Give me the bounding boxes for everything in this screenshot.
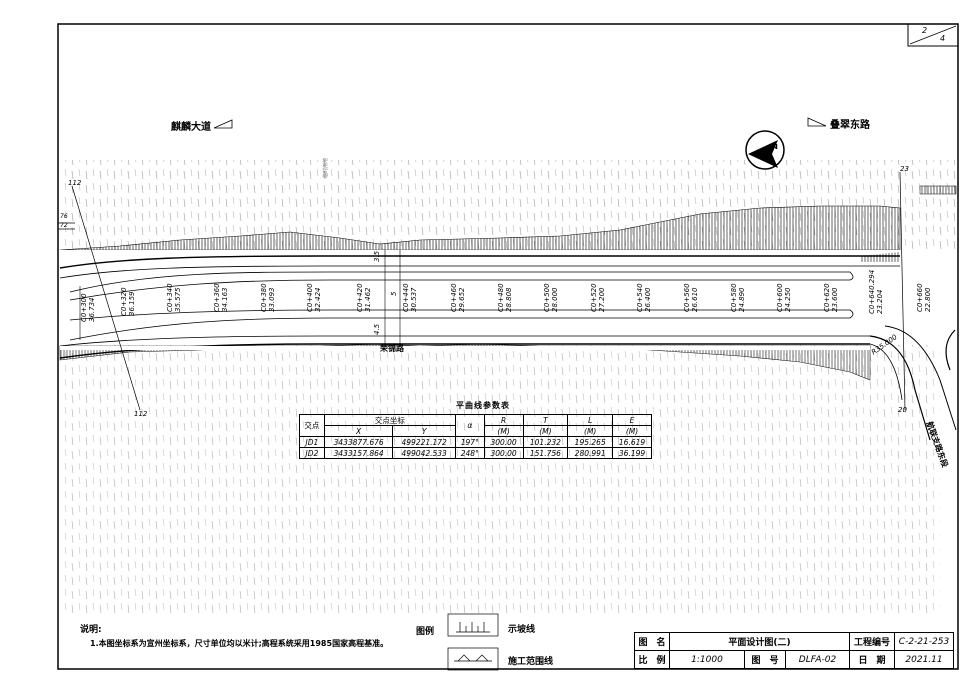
curve-table-header-e: E — [612, 414, 652, 426]
section-mark-left-bottom: 112 — [134, 410, 148, 418]
curve-table-header-alpha: α — [454, 414, 485, 437]
section-mark-right-top: 23 — [900, 165, 909, 173]
section-mark-left-top: 112 — [68, 179, 82, 187]
curve-table-header-point: 交点 — [299, 414, 325, 437]
outer-frame — [57, 23, 959, 670]
scale-label: 比 例 — [634, 650, 670, 669]
section-lines — [58, 171, 906, 411]
table-row: JD2 3433157.864 499042.533 248° 300.00 1… — [299, 447, 652, 459]
dim-width-c: 5 — [390, 291, 398, 296]
curve-table-title: 平曲线参数表 — [456, 401, 510, 410]
curve-table-header-r: R — [483, 414, 524, 426]
curve-table-unit: (M) — [522, 425, 569, 437]
date-value: 2021.11 — [894, 650, 954, 669]
cross-road-label: 荣锦路 — [380, 344, 404, 353]
notes-line-1: 1.本图坐标系为宣州坐标系，尺寸单位均以米计;高程系统采用1985国家高程基准。 — [90, 639, 389, 648]
mid-note: 临时用地 — [323, 157, 329, 178]
upper-slope — [59, 205, 901, 251]
project-no-label: 工程编号 — [849, 632, 895, 651]
right-road-label: 叠翠东路 — [830, 120, 870, 131]
notes: 说明: 1.本图坐标系为宣州坐标系，尺寸单位均以米计;高程系统采用1985国家高… — [80, 624, 388, 650]
notes-heading: 说明: — [80, 625, 102, 635]
drawing-no: DLFA-02 — [785, 650, 850, 669]
title-name-label: 图 名 — [634, 632, 670, 651]
drawing-title: 平面设计图(二) — [669, 632, 850, 651]
curve-table-header-l: L — [567, 414, 614, 426]
curve-table-unit: (M) — [612, 425, 652, 437]
dim-width-a: 3.5 — [373, 250, 381, 262]
legend-slope-label: 示坡线 — [508, 625, 536, 635]
terrain-lower — [60, 345, 940, 615]
legend-boundary-symbol — [447, 647, 499, 671]
dim-width-b: 4.5 — [373, 323, 381, 335]
section-mark-left-b: 72 — [60, 222, 68, 229]
curve-table-header-x: X — [323, 425, 394, 437]
curve-table-header-t: T — [522, 414, 569, 426]
drawing-no-label: 图 号 — [744, 650, 786, 669]
left-road-label: 麒麟大道 — [171, 122, 211, 133]
direction-arrows — [213, 117, 827, 129]
legend-heading: 图例 — [416, 627, 435, 637]
north-label: N — [772, 143, 778, 151]
legend-boundary-label: 施工范围线 — [508, 657, 554, 667]
curve-table-unit: (M) — [567, 425, 614, 437]
page-current: 2 — [922, 26, 928, 35]
north-arrow — [745, 130, 785, 170]
section-mark-right-bottom: 20 — [898, 406, 907, 414]
section-mark-left-a: 76 — [60, 213, 68, 220]
title-block: 图 名 平面设计图(二) 工程编号 C-2-21-253 比 例 1:1000 … — [634, 632, 954, 669]
date-label: 日 期 — [849, 650, 895, 669]
curve-table-header-y: Y — [392, 425, 456, 437]
curve-table-unit: (M) — [483, 425, 524, 437]
curve-table: 交点 交点坐标 α R T L E X Y (M) (M) (M) (M) JD… — [299, 414, 652, 459]
project-no: C-2-21-253 — [894, 632, 954, 651]
scale-value: 1:1000 — [669, 650, 745, 669]
legend-slope-symbol — [447, 613, 499, 637]
page-total: 4 — [940, 34, 946, 43]
table-row: JD1 3433877.676 499221.172 197° 300.00 1… — [299, 436, 652, 448]
station-ticks — [79, 250, 401, 346]
curve-table-header-coord: 交点坐标 — [323, 414, 456, 426]
